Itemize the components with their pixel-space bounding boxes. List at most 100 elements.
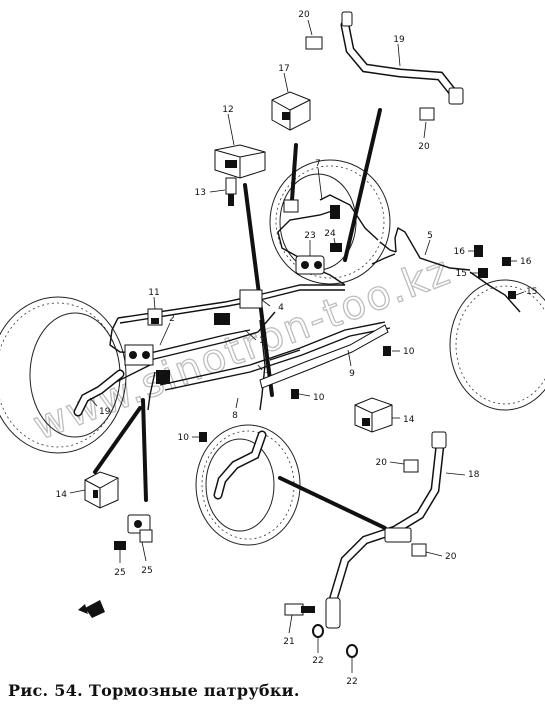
hose-19-left	[73, 369, 125, 417]
hose-19-top	[340, 11, 464, 105]
callout-8-lower: 8	[232, 397, 239, 421]
watermark-text: www.sinotron-too.kz	[27, 248, 457, 450]
callout-label: 4	[278, 303, 284, 313]
part-14-right-bracket	[354, 397, 393, 433]
front-left-wheel	[195, 424, 301, 546]
callout-label: 9	[349, 369, 355, 379]
part-2-block	[124, 344, 170, 384]
rear-right-wheel	[449, 279, 545, 411]
callout-10-middle: 10	[298, 393, 325, 403]
part-24-bolt	[330, 243, 342, 252]
callout-label: 12	[222, 105, 233, 115]
callout-10-left: 10	[178, 433, 199, 443]
part-7-fitting	[283, 199, 340, 219]
callout-24: 24	[324, 229, 336, 244]
part-12-proportioning-valve	[214, 144, 266, 179]
callout-17: 17	[278, 64, 290, 93]
part-15-fittings	[478, 268, 516, 299]
callout-label: 22	[312, 656, 323, 666]
figure-caption: Рис. 54. Тормозные патрубки.	[8, 681, 300, 700]
callout-20-top-left: 20	[298, 10, 313, 36]
callout-14-left: 14	[56, 489, 86, 500]
callout-12: 12	[222, 105, 235, 146]
callout-label: 13	[195, 188, 206, 198]
callout-25-left: 25	[114, 550, 126, 578]
callout-label: 17	[278, 64, 289, 74]
callout-label: 5	[427, 231, 433, 241]
part-21-banjo-bolt	[284, 603, 315, 616]
callout-7: 7	[315, 159, 323, 201]
callout-16-right: 16	[511, 257, 532, 267]
part-17-bracket	[271, 91, 311, 131]
callout-10-right: 10	[392, 347, 415, 357]
part-22-washers	[312, 624, 358, 658]
hose-18	[325, 431, 447, 629]
callout-label: 16	[520, 257, 532, 267]
hose-front-left	[213, 430, 267, 500]
callout-22-right: 22	[346, 657, 358, 687]
pointer-line-upper	[290, 143, 298, 202]
callout-label: 19	[99, 407, 111, 417]
part-20-clips	[305, 36, 435, 557]
callout-15-right: 15	[515, 287, 537, 297]
callout-label: 15	[456, 269, 467, 279]
callout-label: 19	[393, 35, 405, 45]
callout-label: 3	[265, 366, 271, 376]
direction-arrow-icon	[78, 600, 105, 618]
callout-label: 16	[454, 247, 466, 257]
callout-label: 2	[169, 314, 175, 324]
callout-label: 24	[324, 229, 336, 239]
part-25-valve	[127, 514, 153, 543]
callout-label: 14	[56, 490, 68, 500]
callout-20-top-right: 20	[418, 121, 430, 152]
callout-15-left: 15	[456, 269, 478, 279]
callout-23: 23	[304, 231, 316, 256]
callout-1: 1	[244, 329, 265, 346]
callout-22-left: 22	[312, 637, 324, 666]
callout-19-top: 19	[393, 35, 405, 67]
callout-label: 25	[141, 566, 152, 576]
callout-label: 20	[376, 458, 388, 468]
callout-5: 5	[424, 231, 433, 256]
part-13-bolt	[225, 177, 237, 206]
pointer-line-left-vertical	[141, 398, 148, 502]
part-14-left-bracket	[84, 471, 119, 509]
callout-19-left: 19	[89, 397, 111, 417]
part-4-tee	[214, 289, 263, 325]
pointer-line-left-diagonal	[93, 406, 142, 474]
part-11-clip	[147, 308, 163, 326]
callout-label: 18	[468, 470, 480, 480]
callout-label: 8	[232, 411, 238, 421]
callout-3: 3	[257, 364, 271, 376]
part-16-bolts	[474, 245, 511, 266]
callout-label: 20	[445, 552, 457, 562]
callout-label: 10	[403, 347, 415, 357]
callout-label: 7	[315, 159, 321, 169]
callout-label: 20	[418, 142, 430, 152]
part-10-bolts	[199, 346, 391, 442]
callout-20-bottom: 20	[425, 551, 457, 562]
part-25-bolt	[114, 541, 126, 550]
callout-9: 9	[347, 349, 355, 379]
callout-label: 23	[304, 231, 315, 241]
callout-18: 18	[445, 470, 480, 480]
callout-label: 25	[114, 568, 125, 578]
part-23-junction	[295, 255, 325, 275]
callout-label: 22	[346, 677, 357, 687]
pointer-line-bottom	[278, 476, 387, 530]
callout-11: 11	[148, 288, 160, 310]
callout-label: 10	[178, 433, 190, 443]
pointer-line-top-right	[343, 108, 382, 262]
callout-2: 2	[159, 314, 175, 346]
callout-label: 21	[283, 637, 294, 647]
callout-label: 15	[526, 287, 537, 297]
callout-14-right: 14	[392, 415, 415, 425]
callout-25-right: 25	[141, 541, 153, 576]
callout-label: 10	[313, 393, 325, 403]
part-9-bracket	[259, 324, 389, 389]
callout-4: 4	[261, 299, 284, 313]
callout-20-middle: 20	[376, 458, 405, 468]
callout-21: 21	[283, 614, 295, 647]
callout-label: 20	[298, 10, 310, 20]
